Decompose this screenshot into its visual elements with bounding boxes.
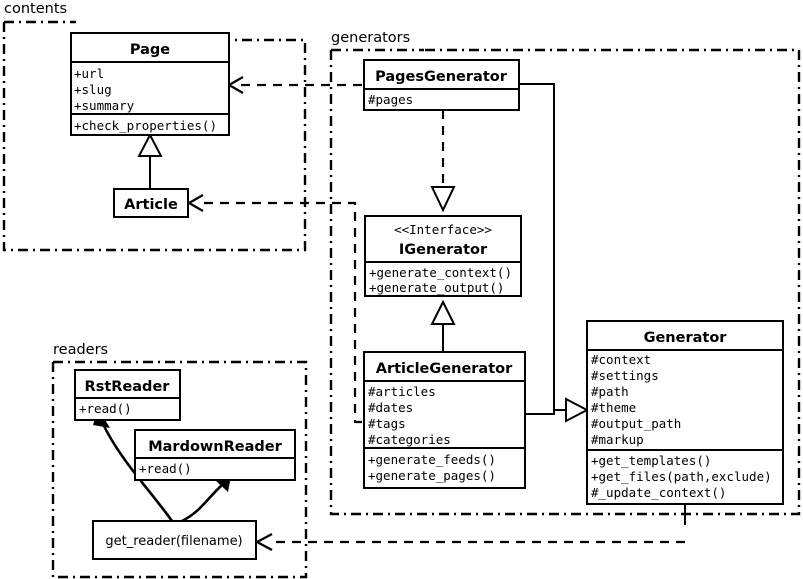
rel-articlegenerator-inherits-generator	[525, 397, 590, 423]
package-readers-border	[51, 360, 308, 579]
package-generators: generators	[329, 30, 801, 516]
function-get-reader-label: get_reader(filename)	[105, 534, 242, 549]
rel-articlegenerator-uses-article	[186, 194, 362, 424]
class-article[interactable]: Article	[113, 188, 189, 218]
rel-pagesgenerator-uses-page	[226, 76, 362, 94]
class-article-generator-attribute: #articles	[368, 384, 436, 399]
class-mardown-reader-operation: +read()	[139, 461, 192, 476]
rel-pagesgenerator-inherits-generator	[519, 83, 568, 411]
class-generator-name: Generator	[644, 330, 728, 346]
class-page-attribute: +summary	[74, 98, 135, 113]
class-article-generator-name: ArticleGenerator	[376, 361, 513, 377]
class-article-name: Article	[124, 197, 178, 213]
class-article-generator[interactable]: ArticleGenerator #articles #dates #tags …	[363, 351, 526, 489]
class-article-generator-attribute: #tags	[368, 416, 406, 431]
class-rst-reader-operation: +read()	[79, 401, 132, 416]
class-article-frame	[113, 188, 189, 218]
class-article-generator-operation: +generate_feeds()	[368, 452, 496, 467]
class-page-operation: +check_properties()	[74, 118, 217, 133]
class-igenerator-name: IGenerator	[399, 242, 488, 258]
class-article-generator-frame	[363, 351, 526, 489]
dependency-line	[200, 201, 362, 424]
rel-generator-uses-get-reader	[254, 504, 686, 551]
class-generator-operation: +get_files(path,exclude)	[591, 469, 772, 484]
class-igenerator-operation: +generate_context()	[369, 265, 512, 280]
class-generator-attribute: #settings	[591, 368, 659, 383]
package-contents-label: contents	[4, 1, 67, 17]
generalization-line	[519, 83, 568, 411]
class-rst-reader-frame	[74, 369, 181, 421]
class-rst-reader[interactable]: RstReader +read()	[74, 369, 181, 421]
class-page-frame	[70, 32, 230, 136]
return-curve	[181, 484, 223, 523]
class-article-generator-operation: +generate_pages()	[368, 468, 496, 483]
class-article-generator-attribute: #dates	[368, 400, 413, 415]
package-generators-border	[329, 48, 801, 516]
class-pages-generator[interactable]: PagesGenerator #pages	[363, 59, 520, 111]
hollow-triangle-icon	[565, 397, 590, 423]
function-get-reader-frame	[92, 520, 257, 560]
class-article-generator-attribute: #categories	[368, 432, 451, 447]
class-page-attribute: +slug	[74, 82, 112, 97]
class-mardown-reader[interactable]: MardownReader +read()	[134, 429, 296, 481]
rel-pagesgenerator-realizes-igenerator	[430, 110, 456, 213]
class-generator-attribute: #path	[591, 384, 629, 399]
class-rst-reader-name: RstReader	[85, 379, 171, 395]
class-mardown-reader-name: MardownReader	[148, 439, 282, 455]
class-pages-generator-name: PagesGenerator	[375, 69, 508, 85]
rel-articlegenerator-inherits-igenerator	[430, 299, 456, 352]
class-mardown-reader-frame	[134, 429, 296, 481]
rel-article-inherits-page	[137, 132, 163, 189]
class-generator[interactable]: Generator #context #settings #path #them…	[586, 320, 784, 505]
generalization-line	[525, 410, 555, 415]
class-pages-generator-frame	[363, 59, 520, 111]
class-generator-frame	[586, 320, 784, 505]
class-generator-operation: #_update_context()	[591, 485, 726, 500]
open-arrowhead-icon	[226, 76, 244, 94]
class-generator-attribute: #theme	[591, 400, 636, 415]
hollow-triangle-icon	[137, 132, 163, 157]
package-readers: readers	[51, 342, 308, 579]
class-igenerator-stereotype: <<Interface>>	[394, 222, 492, 237]
class-generator-attribute: #markup	[591, 432, 644, 447]
package-generators-label: generators	[331, 30, 410, 46]
class-page-name: Page	[130, 42, 170, 58]
class-pages-generator-attribute: #pages	[368, 92, 413, 107]
class-generator-attribute: #context	[591, 352, 651, 367]
class-generator-operation: +get_templates()	[591, 453, 711, 468]
class-page[interactable]: Page +url +slug +summary +check_properti…	[70, 32, 230, 136]
open-arrowhead-icon	[186, 194, 204, 212]
class-generator-attribute: #output_path	[591, 416, 681, 431]
class-page-attribute: +url	[74, 66, 104, 81]
class-igenerator[interactable]: <<Interface>> IGenerator +generate_conte…	[364, 215, 522, 297]
class-igenerator-frame	[364, 215, 522, 297]
class-igenerator-operation: +generate_output()	[369, 280, 504, 295]
open-arrowhead-icon	[254, 533, 273, 551]
hollow-triangle-icon	[430, 186, 456, 213]
function-get-reader[interactable]: get_reader(filename)	[92, 520, 257, 560]
hollow-triangle-icon	[430, 299, 456, 325]
package-readers-label: readers	[53, 342, 108, 358]
